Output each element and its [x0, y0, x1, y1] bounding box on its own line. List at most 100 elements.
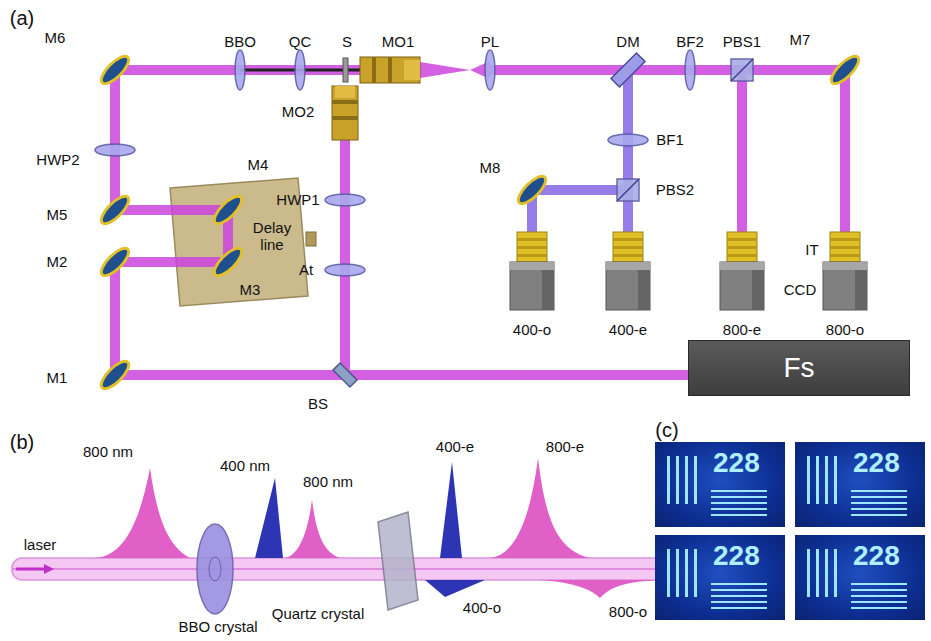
pulse-800 [285, 500, 340, 558]
target-line [711, 490, 767, 492]
target-bar [667, 456, 670, 504]
pulse-400o [425, 580, 485, 597]
target-line [711, 595, 767, 597]
mirror [97, 52, 132, 87]
laser-beam-400 [532, 70, 628, 232]
quartz-plate [295, 50, 305, 90]
part-label: 400-o [463, 599, 501, 616]
part-label: 800 nm [303, 473, 353, 490]
polarizing-beam-splitter [617, 179, 639, 201]
dichroic-mirror [611, 53, 645, 87]
band-filter [685, 50, 695, 90]
objective [332, 86, 358, 140]
polarizing-beam-splitter [731, 59, 753, 81]
target-digits: 228 [713, 448, 760, 479]
target-line [711, 601, 767, 603]
part-label: M2 [47, 253, 68, 270]
target-image: 228 [795, 442, 925, 527]
part-label: 400-e [609, 321, 647, 338]
laser-source-box: Fs [688, 340, 910, 396]
bbo-crystal [197, 524, 233, 614]
part-label: BBO crystal [178, 618, 257, 635]
part-label: M1 [47, 369, 68, 386]
target-image: 228 [655, 442, 785, 527]
target-bar [807, 549, 810, 597]
part-label: S [342, 33, 352, 50]
target-line [851, 601, 907, 603]
mirror [827, 52, 862, 87]
laser-beam-800 [115, 70, 845, 375]
panel-letter: (b) [10, 431, 34, 454]
ccd-camera [823, 232, 867, 310]
target-line [851, 496, 907, 498]
bbo-plate [235, 50, 245, 90]
pulse-400e [440, 462, 462, 558]
stage-knob [306, 232, 316, 246]
target-image: 228 [795, 535, 925, 620]
part-label: BF2 [676, 33, 704, 50]
mirror [97, 244, 132, 279]
part-label: M4 [248, 156, 269, 173]
part-label: M6 [45, 29, 66, 46]
laser-arrow [16, 568, 46, 571]
pulse-800e [490, 458, 590, 558]
target-line [711, 607, 767, 609]
ccd-camera [606, 232, 650, 310]
target-bar [676, 456, 679, 504]
beam-splitter [333, 363, 357, 387]
target-line [711, 514, 767, 516]
pulse-800o [540, 580, 660, 598]
source-label: Fs [783, 352, 814, 384]
stage-label: Delay line [247, 219, 297, 254]
target-bar [834, 549, 837, 597]
part-label: 400 nm [220, 457, 270, 474]
part-label: M5 [47, 206, 68, 223]
part-label: 800-o [609, 603, 647, 620]
mirror [210, 244, 245, 279]
target-bar [825, 549, 828, 597]
target-digits: 228 [853, 448, 900, 479]
crystal-ring [209, 557, 221, 581]
part-label: M8 [480, 159, 501, 176]
part-label: HWP2 [36, 151, 79, 168]
objective [360, 57, 420, 83]
mirror [210, 192, 245, 227]
target-line [711, 502, 767, 504]
part-label: DM [616, 33, 639, 50]
target-bar [807, 456, 810, 504]
target-line [711, 496, 767, 498]
part-label: 800-o [826, 321, 864, 338]
target-bar [816, 549, 819, 597]
target-line [851, 589, 907, 591]
target-bar [685, 549, 688, 597]
target-line [711, 583, 767, 585]
target-bar [694, 456, 697, 504]
target-bar [676, 549, 679, 597]
part-label: PBS1 [723, 33, 761, 50]
part-label: MO2 [282, 103, 315, 120]
focus-cone [420, 62, 470, 78]
panel-letter: (c) [655, 419, 678, 442]
mirror [97, 357, 132, 392]
target-bar [694, 549, 697, 597]
target-line [851, 595, 907, 597]
part-label: BBO [224, 33, 256, 50]
pulse-400 [255, 478, 283, 558]
part-label: HWP1 [276, 191, 319, 208]
target-bar [834, 456, 837, 504]
target-digits: 228 [853, 541, 900, 572]
part-label: PL [481, 33, 499, 50]
target-bar [667, 549, 670, 597]
target-line [711, 508, 767, 510]
target-line [851, 490, 907, 492]
target-line [711, 589, 767, 591]
half-wave-plate [95, 144, 135, 156]
part-label: laser [24, 536, 57, 553]
quartz-crystal [378, 512, 418, 610]
laser-arrowhead [44, 564, 54, 574]
part-label: BS [308, 395, 328, 412]
part-label: IT [805, 241, 818, 258]
target-line [851, 583, 907, 585]
